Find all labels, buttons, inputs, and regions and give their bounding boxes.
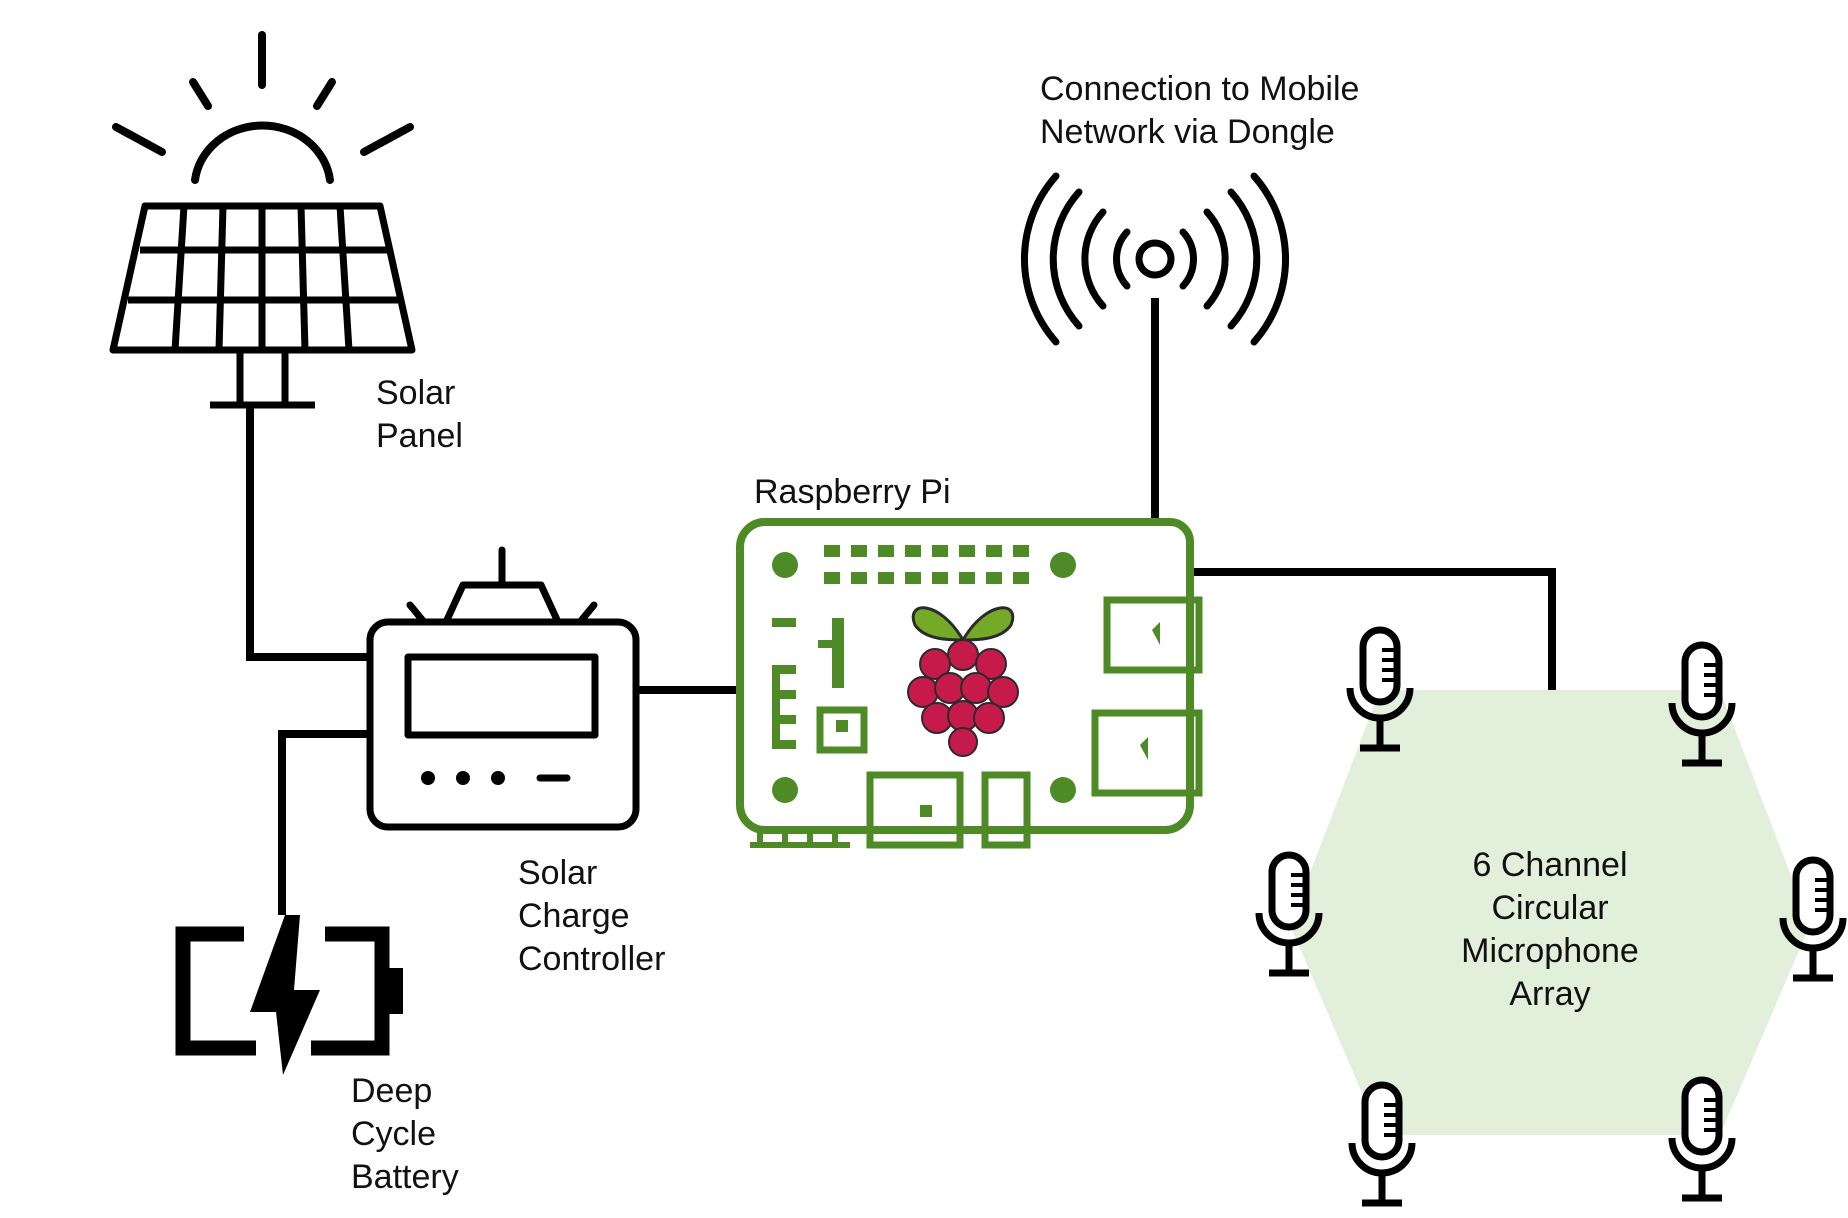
label-solar-panel: Solar Panel [376,374,463,455]
microphone-array-hexagon [1290,690,1810,1135]
raspberry-logo [907,606,1019,757]
raspberry-pi-pins [772,545,1160,817]
label-charge-controller: Solar Charge Controller [518,854,666,978]
label-connection: Connection to Mobile Network via Dongle [1040,70,1360,151]
wire-pi-to-array [1190,568,1556,690]
label-microphone-array: 6 Channel Circular Microphone Array [1461,846,1639,1013]
charge-controller-icon [366,546,640,831]
battery-icon [175,915,403,1075]
sun-icon [112,31,414,184]
wiring [246,298,1556,915]
controller-indicator-lights [421,771,505,785]
wire-panel-to-controller [246,405,370,661]
antenna-icon [1020,172,1290,346]
solar-panel-icon [109,202,416,409]
label-raspberry-pi: Raspberry Pi [754,473,951,511]
label-battery: Deep Cycle Battery [351,1072,459,1196]
raspberry-pi-board-icon [736,518,1203,849]
wire-controller-to-battery [278,730,370,915]
